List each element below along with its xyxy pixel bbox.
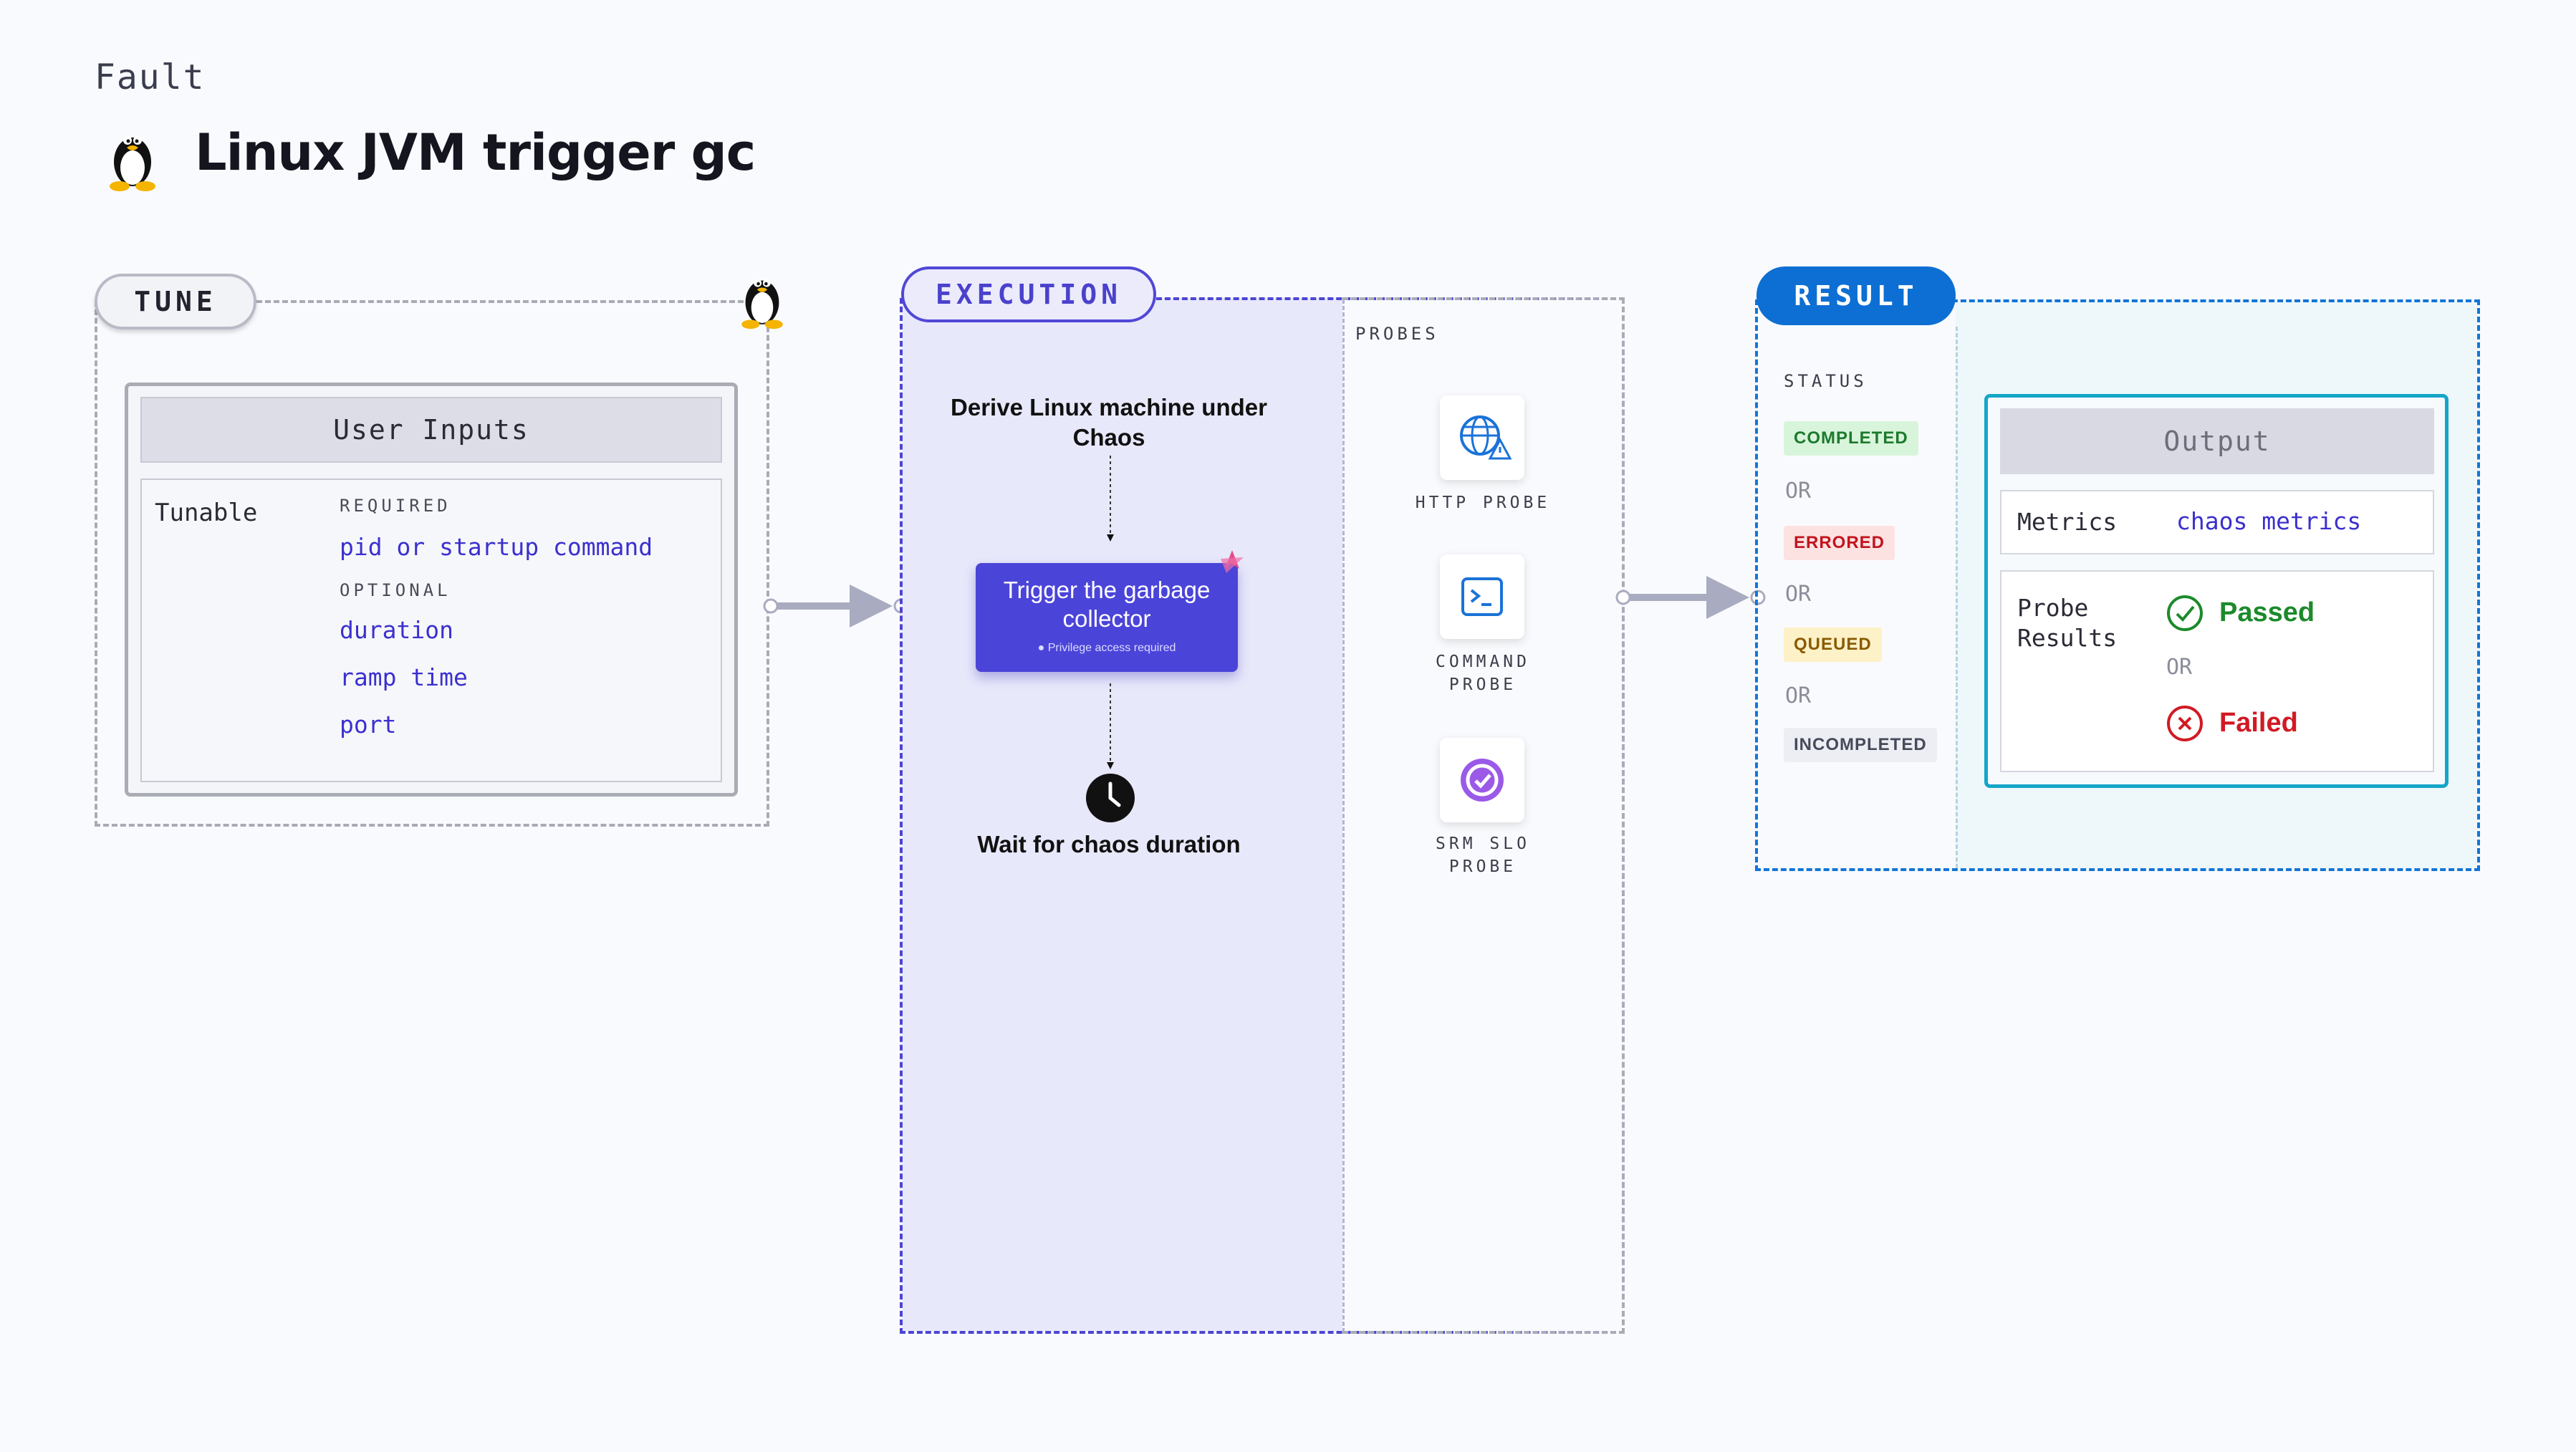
terminal-icon xyxy=(1461,577,1503,616)
arrow-tune-to-execution xyxy=(763,585,909,628)
linux-tux-icon xyxy=(110,136,155,191)
param-duration: duration xyxy=(340,616,453,644)
srm-slo-probe-card[interactable] xyxy=(1440,738,1524,822)
param-ramp-time: ramp time xyxy=(340,663,468,691)
tune-pill: TUNE xyxy=(95,274,256,330)
metrics-label: Metrics xyxy=(2017,508,2118,536)
step-wait-duration: Wait for chaos duration xyxy=(977,831,1241,857)
execution-pill: EXECUTION xyxy=(901,266,1156,322)
or-separator: OR xyxy=(1785,582,1812,607)
command-probe-label: COMMAND PROBE xyxy=(1404,650,1562,696)
http-probe-label: HTTP PROBE xyxy=(1415,494,1551,512)
optional-label: OPTIONAL xyxy=(340,580,451,600)
user-inputs-body xyxy=(140,479,722,782)
or-separator: OR xyxy=(2166,655,2193,680)
probes-label: PROBES xyxy=(1355,324,1439,344)
srm-slo-icon xyxy=(1461,759,1504,802)
privilege-note: ● Privilege access required xyxy=(976,642,1238,655)
param-pid: pid or startup command xyxy=(340,533,653,561)
status-incompleted-badge: INCOMPLETED xyxy=(1784,728,1937,762)
passed-label: Passed xyxy=(2219,597,2315,628)
probes-divider xyxy=(1342,299,1345,1332)
chaos-spark-icon xyxy=(1221,550,1244,573)
trigger-gc-step: Trigger the garbage collector ● Privileg… xyxy=(976,563,1238,672)
param-port: port xyxy=(340,711,397,739)
x-circle-icon xyxy=(2167,706,2203,741)
required-label: REQUIRED xyxy=(340,496,451,516)
probe-results-row: Probe Results Passed OR Failed xyxy=(2000,570,2434,772)
chaos-metrics-link[interactable]: chaos metrics xyxy=(2176,507,2362,535)
tune-border-top xyxy=(256,300,769,303)
check-circle-icon xyxy=(2167,595,2203,631)
command-probe-card[interactable] xyxy=(1440,554,1524,639)
output-header: Output xyxy=(2000,408,2434,474)
arrow-execution-to-result xyxy=(1615,576,1766,619)
lock-icon: ● xyxy=(1037,642,1045,654)
srm-slo-probe-text: SRM SLO PROBE xyxy=(1436,835,1530,876)
failed-label: Failed xyxy=(2219,708,2298,738)
or-separator: OR xyxy=(1785,479,1812,504)
or-separator: OR xyxy=(1785,683,1812,708)
result-divider xyxy=(1956,327,1958,868)
user-inputs-header: User Inputs xyxy=(140,397,722,463)
command-probe-text: COMMAND PROBE xyxy=(1436,653,1530,694)
trigger-gc-title: Trigger the garbage collector xyxy=(1003,577,1211,632)
status-label: STATUS xyxy=(1784,371,1868,391)
linux-tux-icon xyxy=(741,279,783,330)
metrics-row: Metrics chaos metrics xyxy=(2000,490,2434,554)
probes-border-right xyxy=(1622,298,1625,1334)
category-label: Fault xyxy=(95,57,206,97)
page-title: Linux JVM trigger gc xyxy=(195,123,756,182)
http-probe-card[interactable] xyxy=(1440,395,1524,480)
connector-down-1 xyxy=(1107,456,1114,542)
connector-down-2 xyxy=(1107,683,1114,769)
tune-panel xyxy=(95,301,769,827)
probe-results-label: Probe Results xyxy=(2017,594,2118,652)
step-derive-machine: Derive Linux machine under Chaos xyxy=(951,394,1267,451)
status-queued-badge: QUEUED xyxy=(1784,628,1882,662)
probes-border-bottom xyxy=(1342,1331,1625,1334)
status-errored-badge: ERRORED xyxy=(1784,526,1895,560)
globe-warning-icon xyxy=(1460,415,1512,460)
status-completed-badge: COMPLETED xyxy=(1784,421,1918,456)
privilege-note-text: Privilege access required xyxy=(1047,642,1176,654)
result-panel xyxy=(1755,299,2480,871)
tunable-label: Tunable xyxy=(155,499,258,527)
probes-border-top xyxy=(1342,297,1625,300)
clock-icon xyxy=(1086,774,1135,822)
result-pill: RESULT xyxy=(1756,266,1956,325)
srm-slo-probe-label: SRM SLO PROBE xyxy=(1404,832,1562,878)
